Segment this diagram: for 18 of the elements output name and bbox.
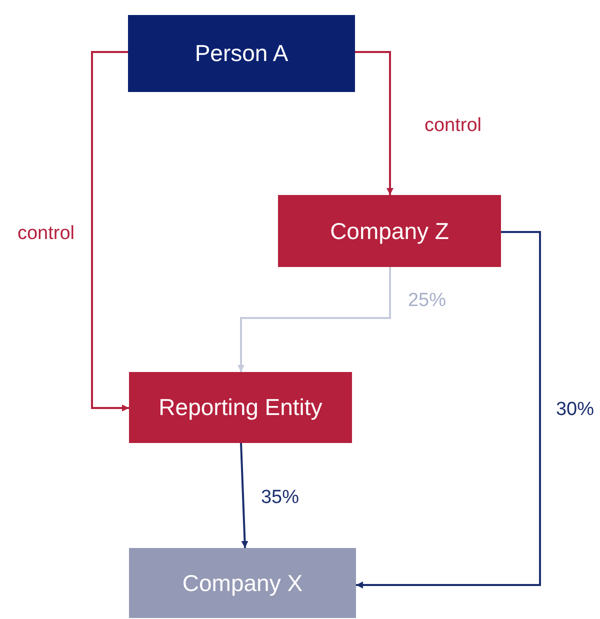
arrow — [355, 51, 394, 195]
edge-label: 30% — [556, 399, 594, 421]
entity-box — [129, 548, 356, 618]
entity-box — [128, 15, 355, 92]
edge-label: 35% — [260, 487, 300, 509]
entity-name: Person A — [194, 40, 288, 67]
entity-box — [278, 195, 501, 267]
entity-name: Company X — [182, 570, 303, 596]
edge-label: control — [424, 115, 482, 137]
arrow — [240, 442, 248, 548]
entity-name: Reporting Entity — [158, 394, 322, 421]
arrow — [238, 267, 391, 372]
edge-label: 25% — [408, 290, 446, 312]
entity-name: Company Z — [330, 218, 449, 244]
entity-box — [129, 372, 352, 443]
arrow — [91, 51, 129, 412]
arrow — [356, 231, 541, 588]
edge-label: control — [17, 223, 75, 245]
